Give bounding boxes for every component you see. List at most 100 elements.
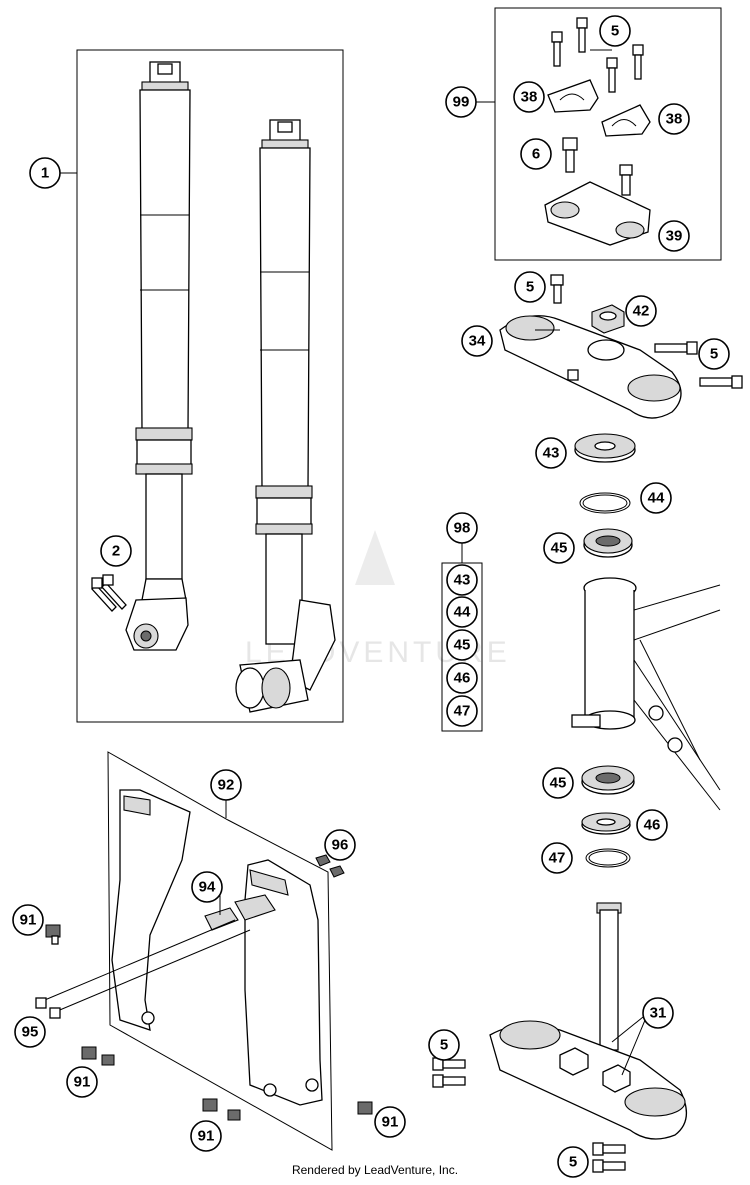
callout-91: 91 bbox=[66, 1066, 98, 1098]
callout-circle bbox=[514, 271, 546, 303]
callout-circle bbox=[625, 295, 657, 327]
callout-circle bbox=[29, 157, 61, 189]
callout-label: 38 bbox=[521, 89, 538, 106]
callout-circle bbox=[520, 138, 552, 170]
callout-91: 91 bbox=[374, 1106, 406, 1138]
callout-circle bbox=[658, 103, 690, 135]
callout-label: 92 bbox=[218, 777, 235, 794]
callout-31: 31 bbox=[642, 997, 674, 1029]
callout-label: 2 bbox=[112, 543, 120, 560]
callout-label: 91 bbox=[74, 1074, 91, 1091]
callout-5: 5 bbox=[557, 1146, 589, 1178]
callout-label: 46 bbox=[644, 817, 661, 834]
callout-38: 38 bbox=[513, 81, 545, 113]
callout-92: 92 bbox=[210, 769, 242, 801]
callout-label: 47 bbox=[454, 703, 471, 720]
handlebar-clamp-parts bbox=[544, 17, 651, 246]
right-fork-leg bbox=[235, 119, 336, 713]
callout-91: 91 bbox=[190, 1120, 222, 1152]
callout-circle bbox=[446, 512, 478, 544]
callout-42: 42 bbox=[625, 295, 657, 327]
callout-34: 34 bbox=[461, 325, 493, 357]
callout-circle bbox=[190, 1120, 222, 1152]
bolt-2 bbox=[91, 574, 127, 612]
clamp-kit-frame bbox=[494, 7, 722, 261]
callout-label: 45 bbox=[551, 540, 568, 557]
callout-label: 99 bbox=[453, 94, 470, 111]
callout-label: 45 bbox=[550, 775, 567, 792]
callout-label: 91 bbox=[20, 912, 37, 929]
callout-46: 46 bbox=[636, 809, 668, 841]
callout-44: 44 bbox=[640, 482, 672, 514]
callout-5: 5 bbox=[514, 271, 546, 303]
callout-45: 45 bbox=[543, 532, 575, 564]
callout-96: 96 bbox=[324, 829, 356, 861]
callout-label: 91 bbox=[198, 1128, 215, 1145]
callout-circle bbox=[535, 437, 567, 469]
callout-5: 5 bbox=[599, 15, 631, 47]
callout-99: 99 bbox=[445, 86, 477, 118]
callout-circle bbox=[642, 997, 674, 1029]
fork-guard-frame bbox=[107, 751, 333, 1151]
callout-circle bbox=[636, 809, 668, 841]
callout-label: 5 bbox=[710, 346, 718, 363]
leader-lines bbox=[60, 49, 612, 915]
frame-head-tube bbox=[571, 577, 721, 811]
callout-circle bbox=[14, 1016, 46, 1048]
callout-circle bbox=[428, 1029, 460, 1061]
callout-47: 47 bbox=[541, 842, 573, 874]
callout-45: 45 bbox=[446, 629, 478, 661]
callout-2: 2 bbox=[100, 535, 132, 567]
callout-label: 34 bbox=[469, 333, 486, 350]
callout-label: 5 bbox=[440, 1037, 448, 1054]
callout-5: 5 bbox=[698, 338, 730, 370]
callout-label: 31 bbox=[650, 1005, 667, 1022]
callout-43: 43 bbox=[446, 564, 478, 596]
callout-94: 94 bbox=[191, 871, 223, 903]
callout-label: 43 bbox=[543, 445, 560, 462]
callout-43: 43 bbox=[535, 437, 567, 469]
callout-label: 6 bbox=[532, 146, 540, 163]
callout-39: 39 bbox=[658, 220, 690, 252]
callout-95: 95 bbox=[14, 1016, 46, 1048]
callout-circle bbox=[210, 769, 242, 801]
callout-label: 44 bbox=[648, 490, 665, 507]
callout-label: 43 bbox=[454, 572, 471, 589]
callout-47: 47 bbox=[446, 695, 478, 727]
callout-circle bbox=[191, 871, 223, 903]
callout-label: 47 bbox=[549, 850, 566, 867]
callout-label: 39 bbox=[666, 228, 683, 245]
callout-38: 38 bbox=[658, 103, 690, 135]
callout-circle bbox=[542, 767, 574, 799]
callout-label: 95 bbox=[22, 1024, 39, 1041]
fork-assembly-frame bbox=[76, 49, 344, 723]
callout-label: 46 bbox=[454, 670, 471, 687]
callout-label: 44 bbox=[454, 604, 471, 621]
callout-label: 94 bbox=[199, 879, 216, 896]
callout-circle bbox=[513, 81, 545, 113]
callout-circle bbox=[599, 15, 631, 47]
callout-circle bbox=[445, 86, 477, 118]
callout-45: 45 bbox=[542, 767, 574, 799]
callout-circle bbox=[446, 695, 478, 727]
callout-circle bbox=[446, 564, 478, 596]
left-fork-leg bbox=[125, 61, 193, 651]
callout-circle bbox=[461, 325, 493, 357]
seals-and-bearings-upper bbox=[574, 433, 636, 558]
callout-circle bbox=[66, 1066, 98, 1098]
upper-triple-clamp bbox=[499, 274, 743, 419]
callout-circle bbox=[12, 904, 44, 936]
callout-98: 98 bbox=[446, 512, 478, 544]
callout-label: 96 bbox=[332, 837, 349, 854]
fork-guards bbox=[35, 789, 373, 1121]
callout-label: 5 bbox=[569, 1154, 577, 1171]
callout-circle bbox=[100, 535, 132, 567]
lower-triple-clamp bbox=[432, 902, 687, 1173]
callout-label: 45 bbox=[454, 637, 471, 654]
callout-circle bbox=[698, 338, 730, 370]
callouts: 1 2 5 99 38 38 6 39 5 42 34 5 43 44 45 98 43 44 45 46 47 45 46… bbox=[12, 15, 730, 1178]
callout-circle bbox=[541, 842, 573, 874]
callout-1: 1 bbox=[29, 157, 61, 189]
callout-circle bbox=[324, 829, 356, 861]
